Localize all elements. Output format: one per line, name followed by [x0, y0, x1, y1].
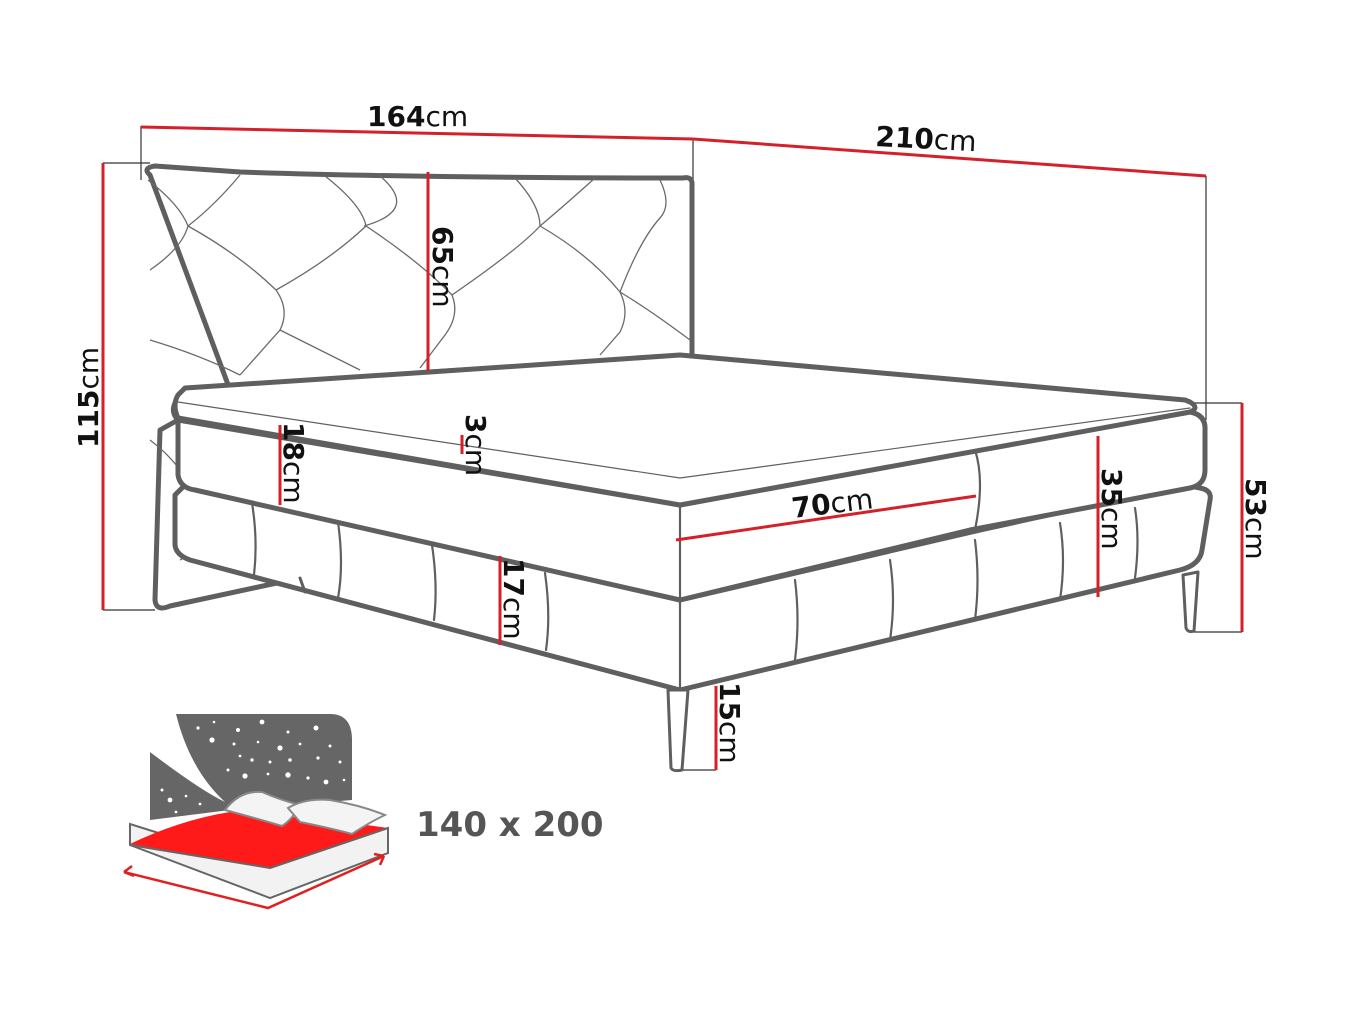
label-length: 210cm [875, 120, 978, 158]
label-headboard-height: 65cm [426, 226, 459, 308]
label-box-total-height: 35cm [1095, 468, 1128, 550]
label-mattress-width: 70cm [790, 482, 875, 525]
label-leg-height: 15cm [713, 682, 746, 764]
label-base-height: 17cm [497, 558, 530, 640]
dimension-lines [101, 125, 1244, 770]
dim-line-width [140, 125, 694, 141]
bed-night-icon [123, 714, 389, 910]
label-bed-height: 53cm [1239, 478, 1272, 560]
legs [298, 570, 1200, 773]
label-topper-thickness: 3cm [459, 414, 492, 476]
label-total-height: 115cm [72, 347, 105, 448]
label-width: 164cm [367, 100, 468, 133]
dim-line-length [692, 137, 1207, 178]
stars [160, 719, 346, 814]
label-mattress-height: 18cm [277, 422, 310, 504]
dim-line-mattress-width [675, 494, 977, 542]
sleeping-area-size: 140 x 200 [416, 805, 604, 845]
mattress [172, 352, 1208, 603]
dimension-labels: 164cm 210cm 115cm 65cm 18cm 3cm 17cm 70c… [72, 100, 1272, 764]
